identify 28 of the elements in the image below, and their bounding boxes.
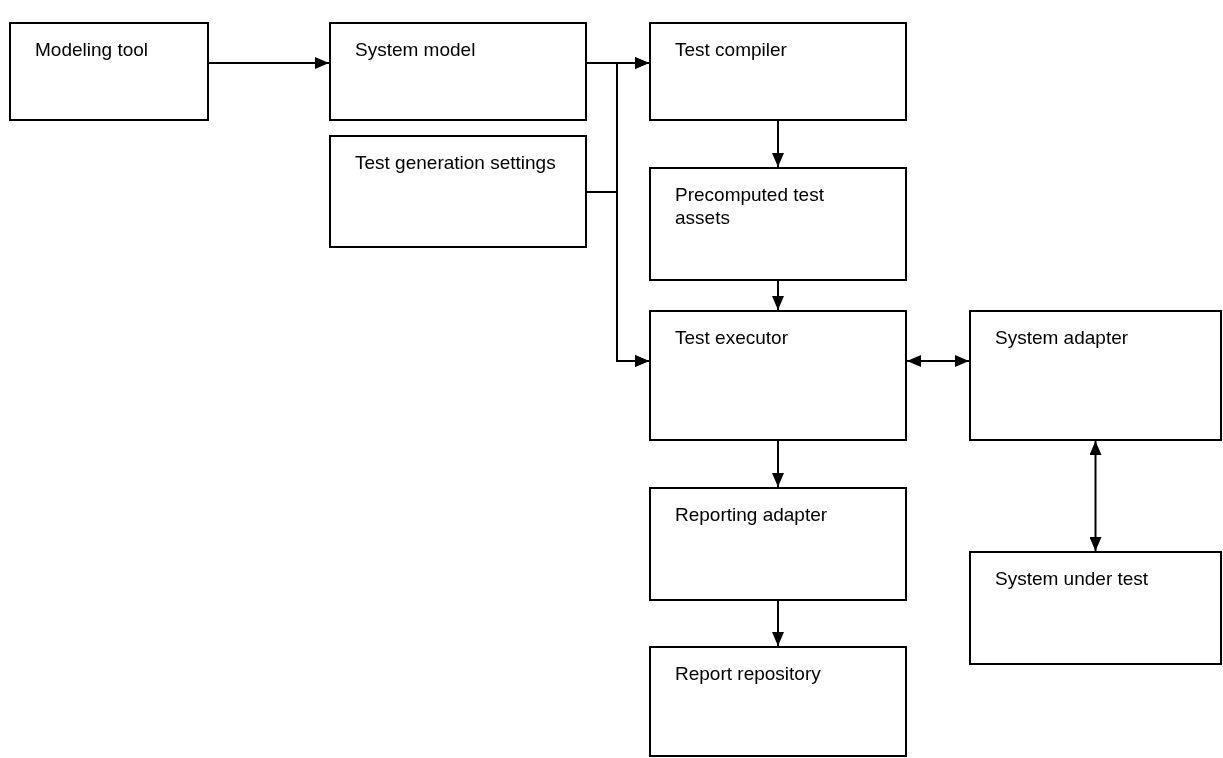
arrow [772,600,784,647]
process-box [649,22,907,121]
arrow [772,440,784,488]
box-label: Reporting adapter [675,503,829,526]
arrow [772,280,784,311]
process-box [329,22,587,121]
box-label: Modeling tool [35,38,150,61]
box-label: Test generation settings [355,151,557,174]
process-box [9,22,209,121]
arrow [586,191,650,367]
arrow [772,120,784,168]
box-label: System model [355,38,477,61]
box-label: Precomputed test assets [675,183,825,229]
process-box [649,646,907,757]
process-box [329,135,587,248]
process-box [969,310,1222,441]
process-box [649,167,907,281]
box-label: System under test [995,567,1150,590]
arrow [1089,440,1102,552]
box-label: Report repository [675,662,822,685]
box-label: System adapter [995,326,1130,349]
box-label: Test executor [675,326,789,349]
process-box [649,487,907,601]
process-box [649,310,907,441]
process-box [969,551,1222,665]
arrow [906,355,970,367]
arrow [208,57,330,69]
box-label: Test compiler [675,38,788,61]
